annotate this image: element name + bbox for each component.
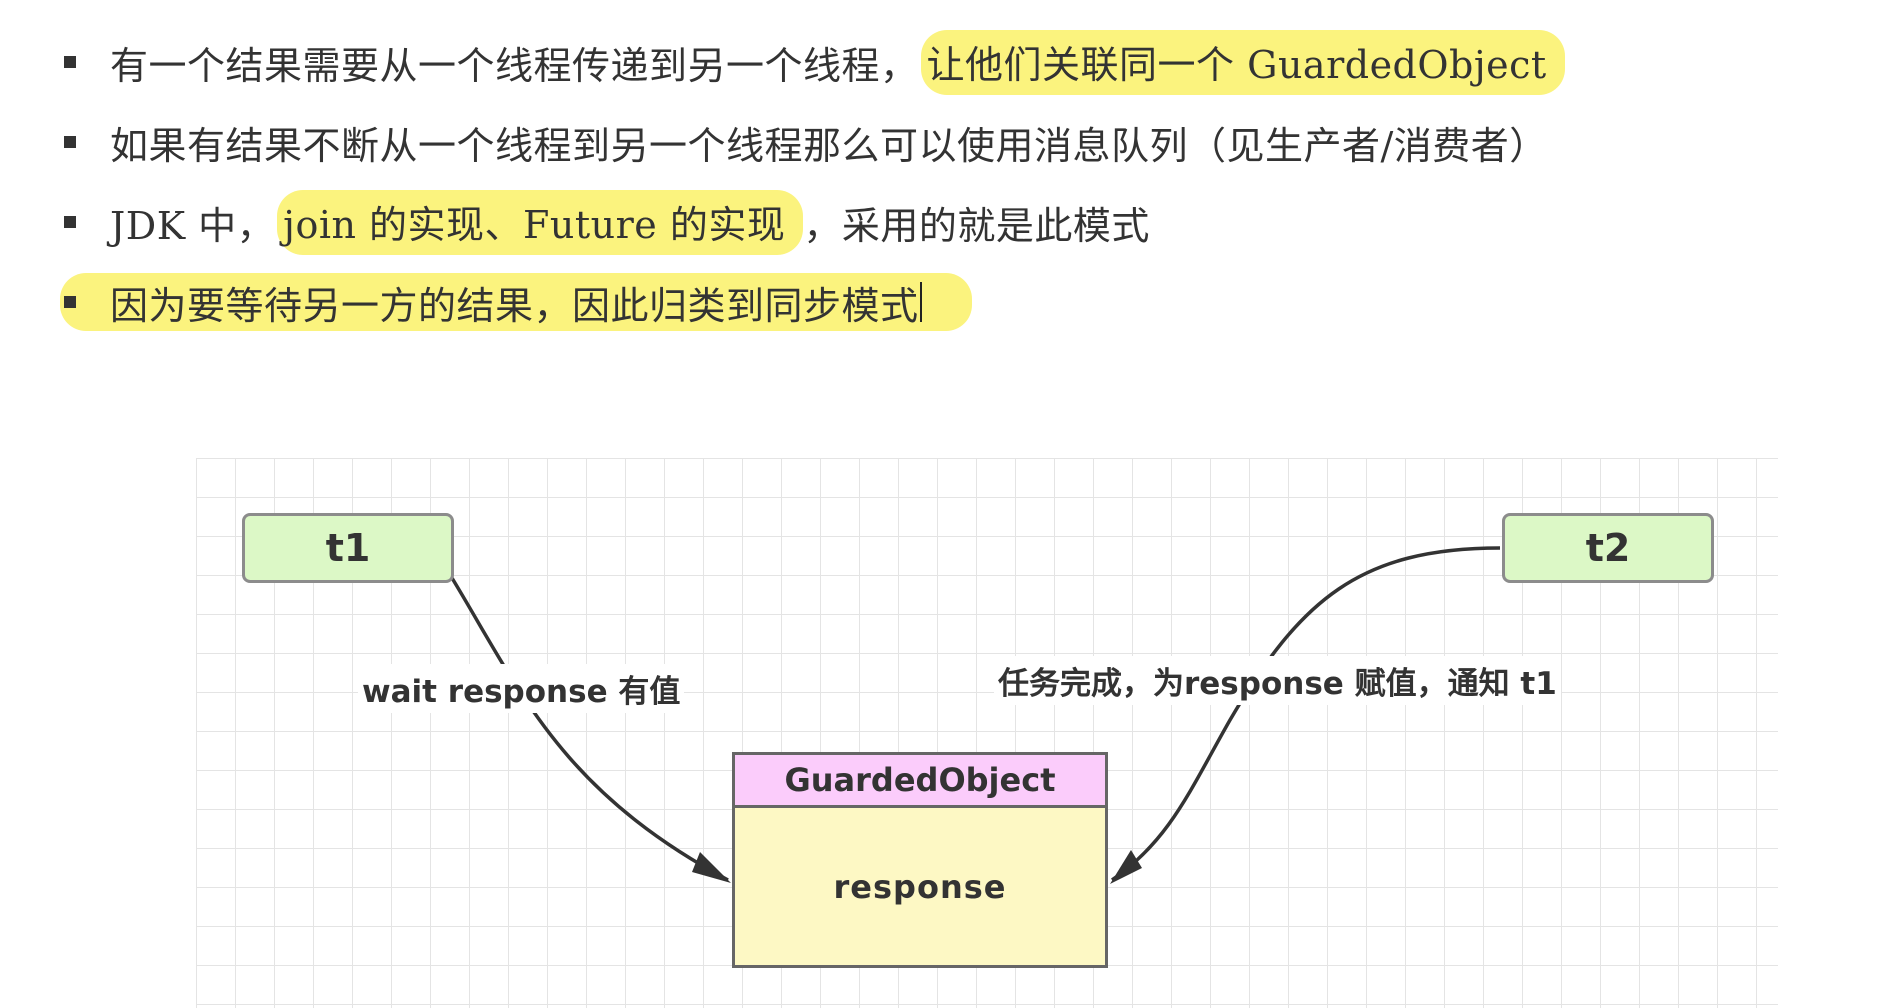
- thread-label: t1: [325, 526, 371, 570]
- thread-node-t2: t2: [1502, 513, 1714, 583]
- field-name: response: [833, 867, 1007, 906]
- edge-label-t1: wait response 有值: [358, 664, 685, 713]
- bullet-item-1: 有一个结果需要从一个线程传递到另一个线程， 让他们关联同一个 GuardedOb…: [62, 22, 1862, 102]
- row-highlight: [60, 273, 972, 331]
- edge-t1-to-guarded: [450, 577, 729, 882]
- bullet-marker: [64, 56, 76, 68]
- thread-label: t2: [1585, 526, 1631, 570]
- edge-t2-to-guarded: [1111, 546, 1501, 882]
- edge-label-t2: 任务完成，为response 赋值，通知 t1: [994, 656, 1561, 705]
- bullet-item-3: JDK 中， join 的实现、Future 的实现 ，采用的就是此模式: [62, 182, 1862, 262]
- thread-node-t1: t1: [242, 513, 454, 583]
- bullet-text: 因为要等待另一方的结果，因此归类到同步模式: [110, 283, 919, 328]
- bullet-marker: [64, 296, 76, 308]
- bullet-marker: [64, 136, 76, 148]
- class-name: GuardedObject: [784, 761, 1056, 799]
- bullet-text: 有一个结果需要从一个线程传递到另一个线程，: [110, 43, 919, 88]
- bullet-item-4: 因为要等待另一方的结果，因此归类到同步模式: [60, 262, 1862, 342]
- bullet-item-2: 如果有结果不断从一个线程到另一个线程那么可以使用消息队列（见生产者/消费者）: [62, 102, 1862, 182]
- guarded-object-body: response: [732, 808, 1108, 968]
- highlighted-text: 让他们关联同一个 GuardedObject: [920, 29, 1565, 95]
- text-cursor: [919, 282, 922, 322]
- highlighted-text: join 的实现、Future 的实现: [277, 189, 804, 255]
- bullet-text: JDK 中，: [110, 203, 276, 248]
- arrowhead-right: [1110, 850, 1142, 884]
- guarded-object-header: GuardedObject: [732, 752, 1108, 808]
- bullet-list: 有一个结果需要从一个线程传递到另一个线程， 让他们关联同一个 GuardedOb…: [60, 22, 1862, 342]
- bullet-text-after: ，采用的就是此模式: [803, 203, 1150, 248]
- arrowhead-left: [692, 852, 731, 883]
- bullet-text: 如果有结果不断从一个线程到另一个线程那么可以使用消息队列（见生产者/消费者）: [110, 123, 1548, 168]
- bullet-marker: [64, 216, 76, 228]
